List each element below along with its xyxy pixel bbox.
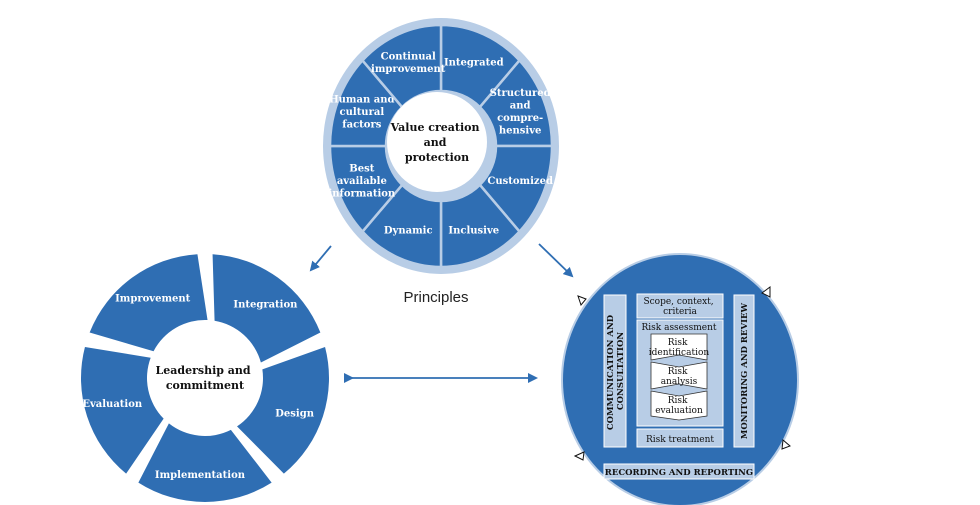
framework-center-label: Leadership and commitment: [156, 364, 255, 392]
monitoring-review-bar: [733, 294, 755, 448]
cycle-arrow-icon: [761, 286, 771, 298]
principles-center-label: Value creation and protection: [390, 121, 484, 164]
principle-label-dynamic: Dynamic: [384, 225, 433, 236]
scope-context-criteria-box: [636, 293, 724, 319]
principles-center-disc: [387, 92, 487, 192]
framework-segment-design: [237, 346, 329, 474]
framework-center-disc: [151, 324, 259, 432]
risk-evaluation-label: Risk evaluation: [655, 396, 703, 416]
risk-evaluation-step: [650, 390, 708, 421]
communication-consultation-bar: [603, 294, 627, 448]
scope-context-criteria-label: Scope, context, criteria: [643, 297, 716, 317]
risk-identification-label: Risk identification: [649, 338, 710, 358]
cycle-arrow-icon: [781, 439, 791, 450]
principles-caption: Principles: [403, 289, 468, 306]
recording-reporting-label: RECORDING AND REPORTING: [605, 468, 753, 478]
risk-analysis-step: [650, 361, 708, 390]
recording-reporting-bar: [603, 463, 755, 480]
principle-label-inclusive: Inclusive: [448, 225, 499, 236]
risk-identification-step: [650, 333, 708, 361]
framework-label-improvement: Improvement: [115, 293, 191, 304]
risk-analysis-label: Risk analysis: [661, 367, 698, 387]
framework-segment-improvement: [89, 254, 208, 352]
cycle-arrow-icon: [577, 295, 587, 307]
framework-label-integration: Integration: [233, 299, 298, 310]
process-diagram: COMMUNICATION AND CONSULTATION MONITORIN…: [561, 253, 799, 505]
arrow-principles-to-framework: [309, 245, 332, 272]
cycle-arrow-icon: [573, 451, 585, 461]
risk-assessment-label: Risk assessment: [641, 323, 716, 333]
monitoring-review-label: MONITORING AND REVIEW: [740, 302, 750, 439]
arrow-principles-to-process: [538, 243, 574, 278]
communication-consultation-label: COMMUNICATION AND CONSULTATION: [606, 312, 626, 430]
framework-label-implementation: Implementation: [155, 470, 246, 481]
risk-treatment-label: Risk treatment: [646, 435, 714, 445]
framework-segment-integration: [212, 254, 321, 363]
principle-label-customized: Customized: [487, 176, 553, 187]
risk-treatment-box: [636, 428, 724, 448]
framework-segment-evaluation: [80, 346, 164, 474]
framework-label-evaluation: Evaluation: [82, 399, 143, 410]
framework-segment-implementation: [138, 423, 272, 503]
framework-label-design: Design: [275, 408, 314, 419]
principle-label-integrated: Integrated: [444, 58, 504, 69]
